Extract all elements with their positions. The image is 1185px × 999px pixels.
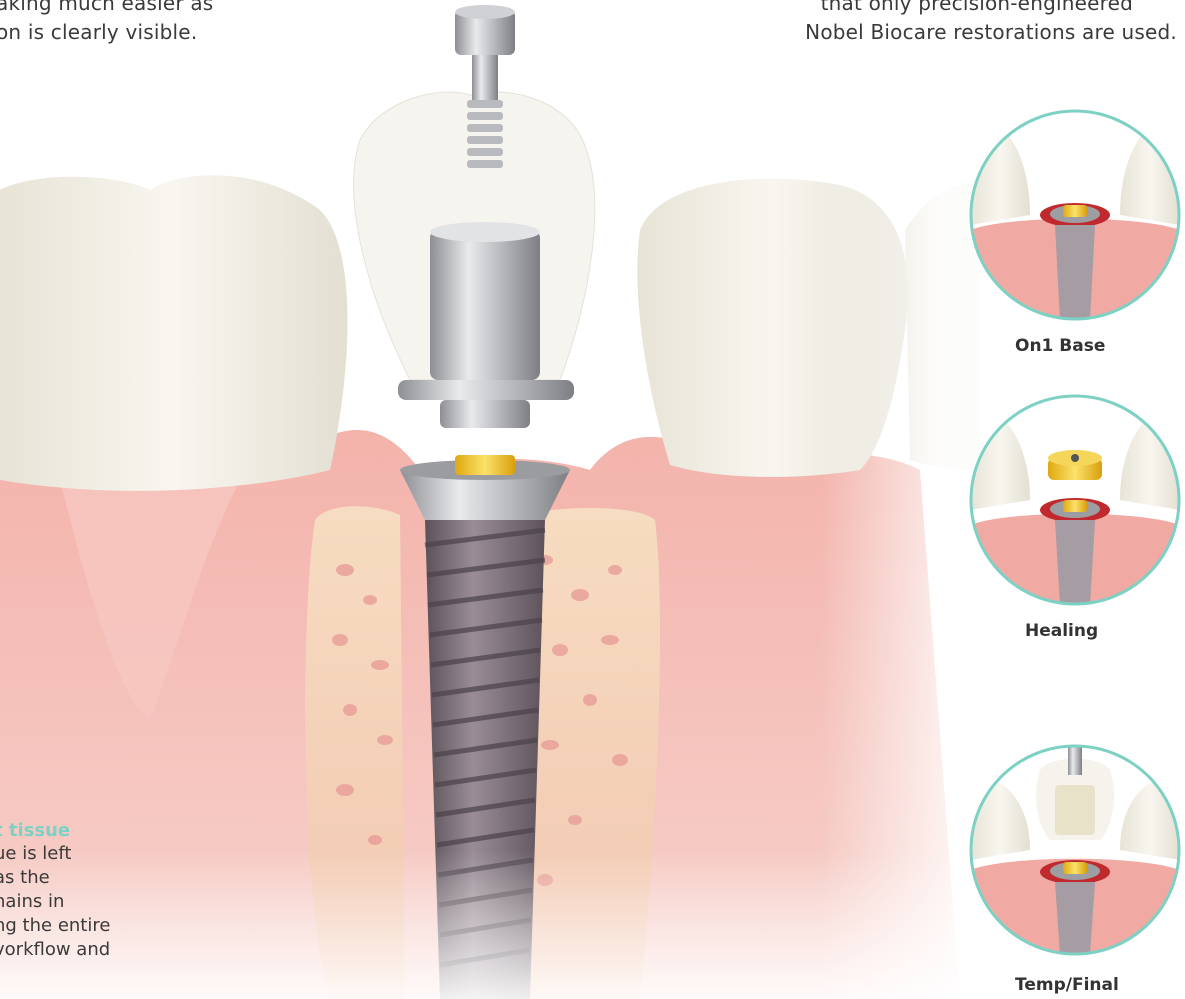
bottom-left-line-1: ue is left (0, 842, 71, 865)
bottom-left-line-5: vorkflow and (0, 938, 110, 961)
bottom-left-line-4: ng the entire (0, 914, 110, 937)
abutment-cylinder (430, 230, 540, 380)
bottom-left-heading: t tissue (0, 819, 70, 842)
bottom-left-line-2: as the (0, 866, 50, 889)
top-right-text-line-1: that only precision-engineered (821, 0, 1133, 18)
bottom-left-line-3: nains in (0, 890, 64, 913)
gold-screw (455, 455, 515, 475)
top-right-text-line-2: Nobel Biocare restorations are used. (805, 18, 1177, 47)
left-molar (0, 175, 348, 491)
top-left-text-line-2: on is clearly visible. (0, 18, 197, 47)
step-label-healing: Healing (1025, 621, 1145, 641)
abutment-flange (398, 380, 574, 400)
top-left-text-line-1: aking much easier as (0, 0, 213, 18)
step-label-temp-final: Temp/Final (1015, 975, 1135, 995)
step-label-on1-base: On1 Base (1015, 336, 1135, 356)
